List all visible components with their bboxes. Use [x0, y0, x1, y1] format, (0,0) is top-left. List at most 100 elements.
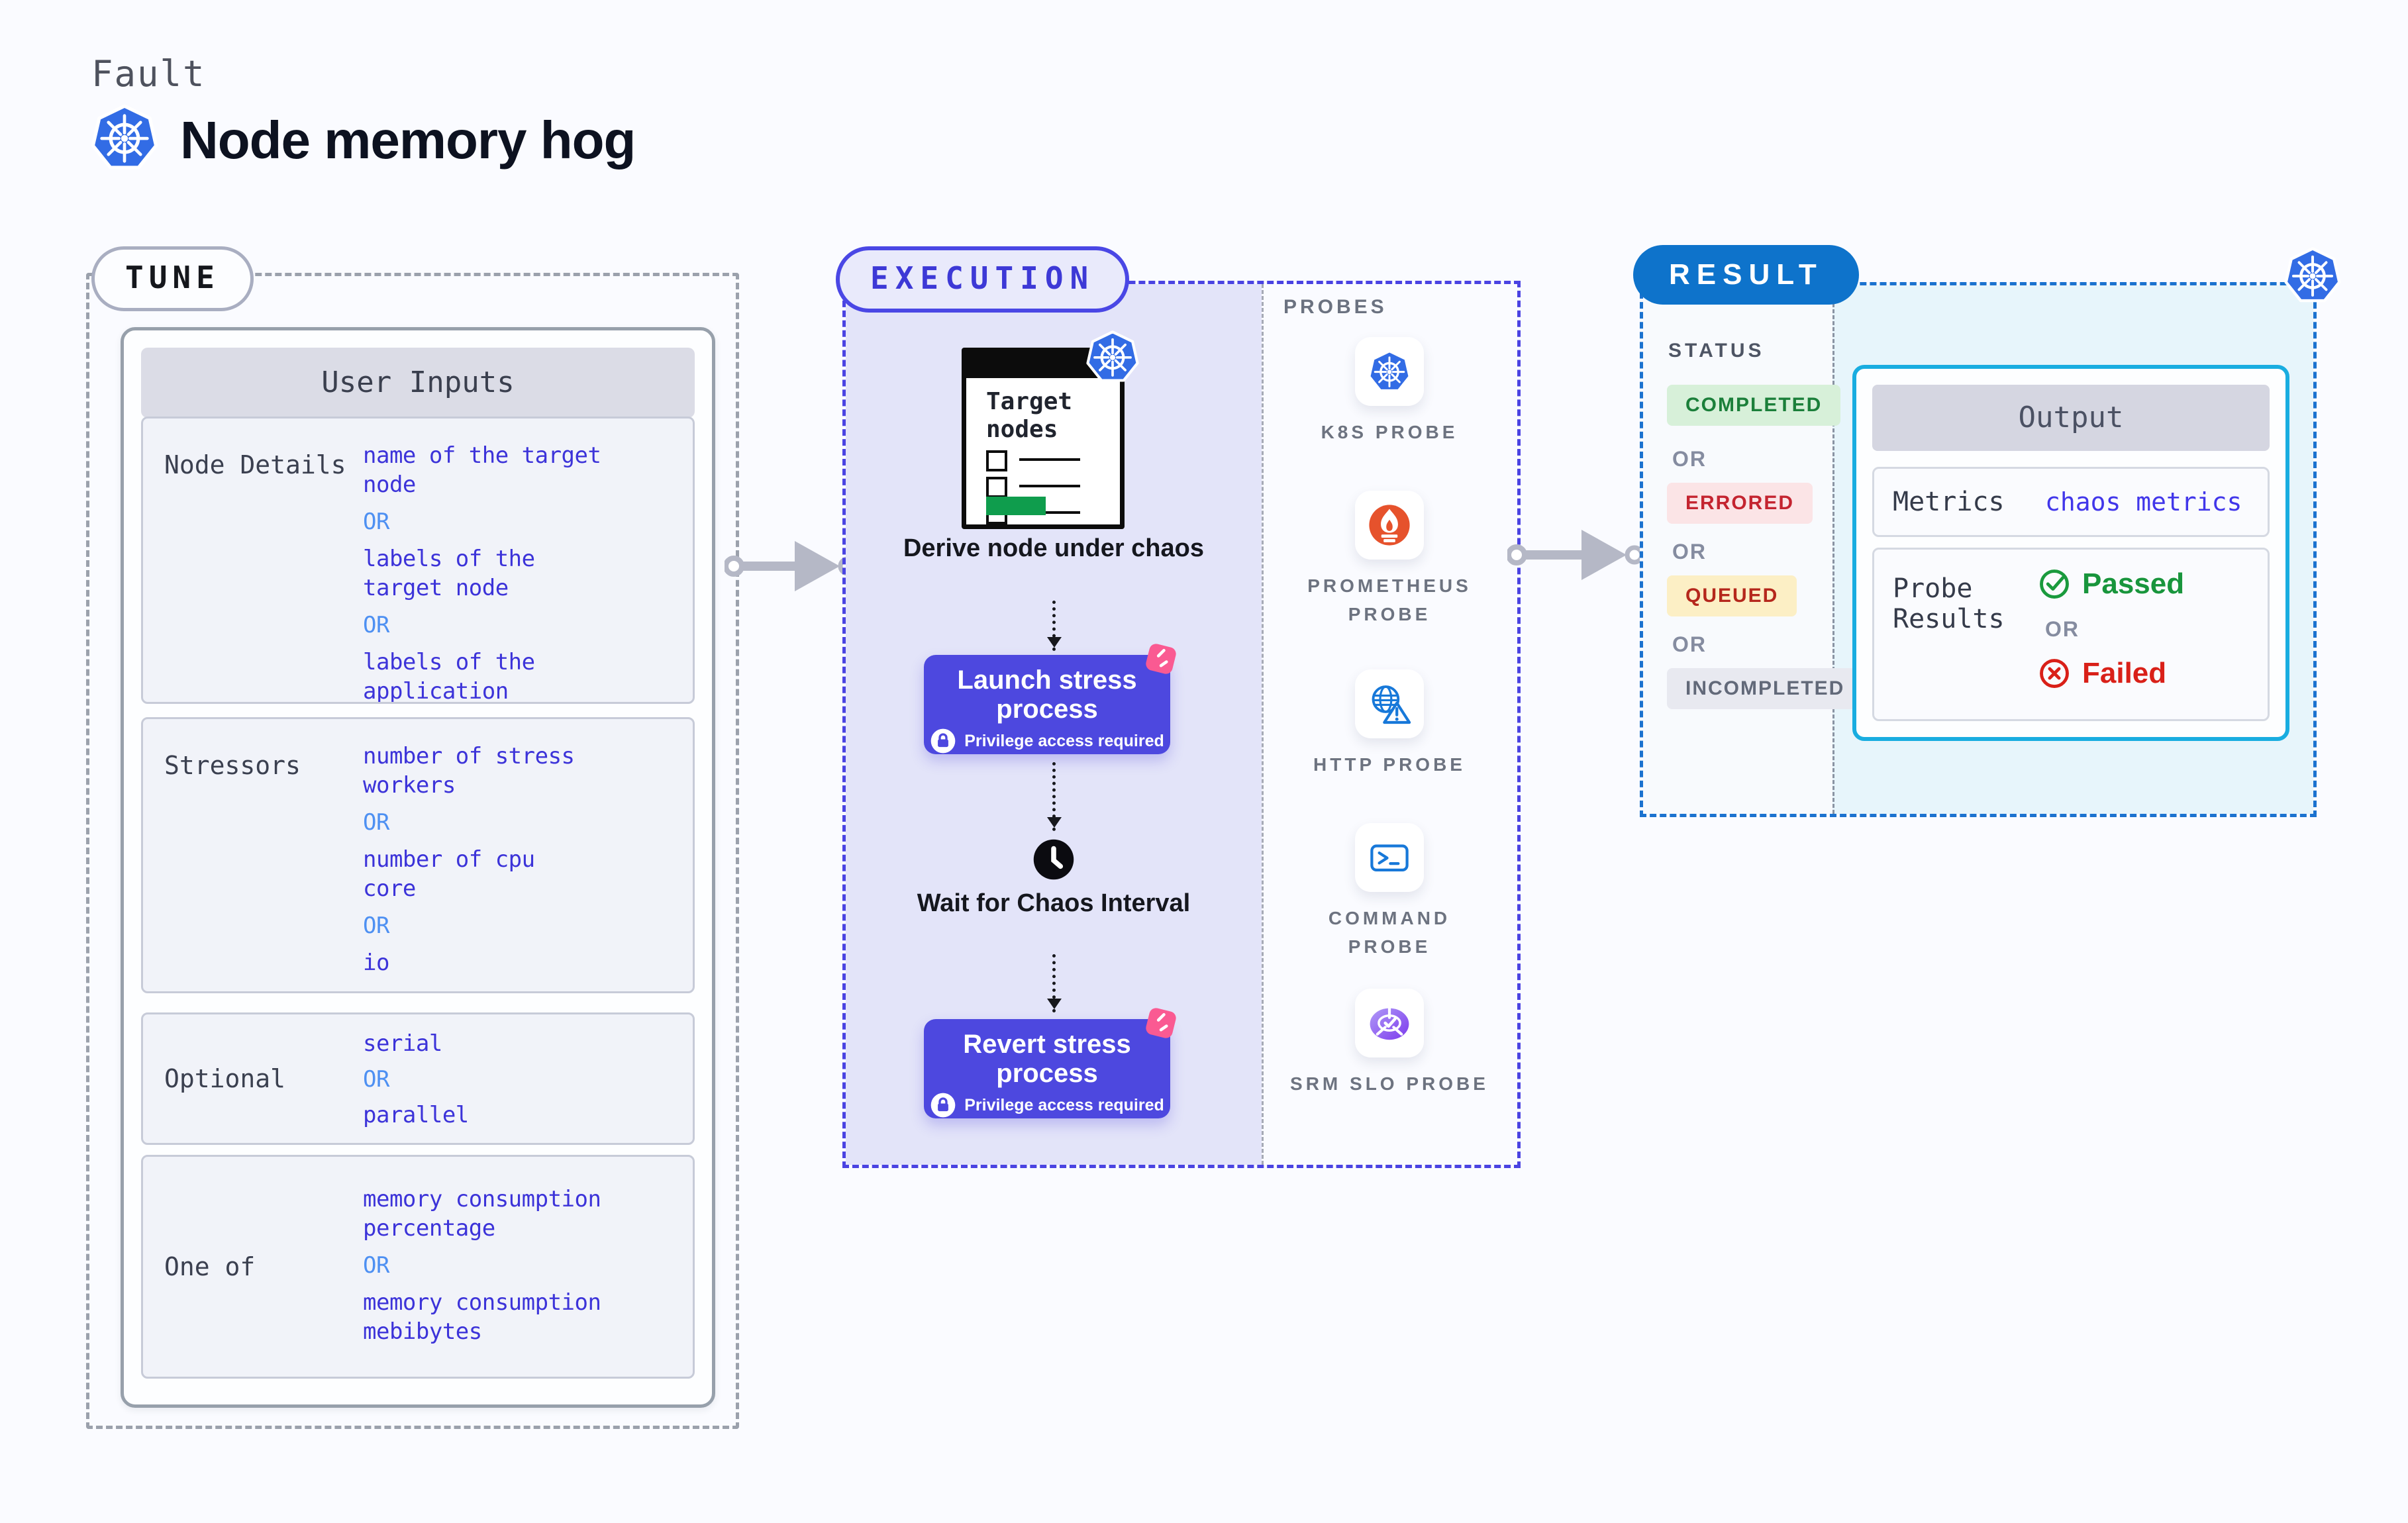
- flow-arrow-down: [1047, 601, 1062, 651]
- checkbox-icon: [986, 450, 1007, 471]
- list-line: [1019, 458, 1080, 461]
- kubernetes-icon: [90, 103, 159, 172]
- probe-results-row: Probe Results Passed OR Failed: [1872, 548, 2270, 721]
- input-option: number of stress workers: [363, 743, 575, 799]
- input-option: serial: [363, 1030, 442, 1057]
- privilege-note-text: Privilege access required: [964, 731, 1164, 750]
- status-badge-queued: QUEUED: [1667, 575, 1797, 616]
- input-option: memory consumption percentage: [363, 1186, 601, 1242]
- row-values: number of stress workers OR number of cp…: [363, 719, 693, 991]
- result-panel: STATUS COMPLETED OR ERRORED OR QUEUED OR…: [1640, 282, 2317, 817]
- metrics-row: Metrics chaos metrics: [1872, 467, 2270, 537]
- probe-card-prometheus: [1355, 491, 1424, 560]
- output-title: Output: [1872, 385, 2270, 451]
- arrow-tune-to-execution: [725, 541, 857, 591]
- privilege-note-text: Privilege access required: [964, 1095, 1164, 1114]
- list-line: [1019, 511, 1080, 514]
- or-separator: OR: [363, 912, 389, 939]
- step-title: Revert stress process: [963, 1030, 1131, 1088]
- result-badge: RESULT: [1633, 245, 1859, 305]
- target-nodes-title: Target nodes: [986, 388, 1073, 443]
- kubernetes-icon: [1085, 330, 1140, 384]
- status-badge-completed: COMPLETED: [1667, 385, 1841, 426]
- input-option: parallel: [363, 1102, 469, 1128]
- lock-icon: [930, 1092, 956, 1118]
- http-globe-icon: [1366, 681, 1413, 727]
- checkbox-row: [986, 450, 1080, 471]
- page-title: Node memory hog: [180, 111, 636, 170]
- target-nodes-card: Target nodes: [962, 348, 1125, 529]
- probes-area: PROBES K8S PROBE PROMETHEUS PROBE HTTP P…: [1262, 284, 1517, 1165]
- user-inputs-card: User Inputs Node Details name of the tar…: [121, 327, 715, 1408]
- input-option: labels of the application scheduled on t…: [363, 649, 535, 704]
- status-heading: STATUS: [1668, 340, 1765, 362]
- fault-eyebrow: Fault: [91, 53, 206, 95]
- green-progress-bar: [986, 497, 1046, 515]
- arrow-execution-to-result: [1507, 530, 1644, 580]
- user-inputs-title: User Inputs: [141, 348, 695, 418]
- input-option: name of the target node: [363, 442, 601, 498]
- execution-badge: EXECUTION: [836, 246, 1130, 313]
- privilege-note: Privilege access required: [924, 728, 1170, 754]
- clock-icon: [1032, 838, 1076, 881]
- execution-panel: Target nodes Derive node under chaos Lau…: [842, 281, 1521, 1168]
- probe-card-command: [1355, 823, 1424, 892]
- tune-panel: [86, 273, 739, 1429]
- chaos-splat-icon: [1140, 1002, 1182, 1044]
- wait-interval-label: Wait for Chaos Interval: [917, 889, 1191, 917]
- row-optional: Optional serial OR parallel: [141, 1012, 695, 1145]
- passed-row: Passed: [2037, 567, 2184, 601]
- or-separator: OR: [363, 1252, 389, 1279]
- lock-icon: [930, 728, 956, 754]
- row-label: Stressors: [164, 751, 301, 780]
- probes-heading: PROBES: [1283, 296, 1387, 318]
- check-circle-icon: [2037, 567, 2072, 601]
- or-separator: OR: [1672, 447, 1707, 471]
- chaos-splat-icon: [1140, 638, 1182, 680]
- failed-label: Failed: [2082, 657, 2167, 689]
- probe-label: SRM SLO PROBE: [1290, 1073, 1489, 1094]
- input-option: labels of the target node: [363, 546, 535, 601]
- tune-badge: TUNE: [91, 246, 254, 311]
- probe-card-http: [1355, 669, 1424, 738]
- list-line: [1019, 485, 1080, 487]
- probe-label: COMMAND PROBE: [1328, 908, 1451, 958]
- execution-flow-area: Target nodes Derive node under chaos Lau…: [846, 284, 1262, 1165]
- probe-label: HTTP PROBE: [1313, 754, 1466, 775]
- row-values: name of the target node OR labels of the…: [363, 418, 693, 702]
- row-values: serial OR parallel: [363, 1014, 693, 1143]
- kubernetes-icon: [1368, 350, 1411, 393]
- kubernetes-icon: [2283, 246, 2342, 305]
- or-separator: OR: [2045, 617, 2080, 641]
- slo-pie-check-icon: [1366, 1000, 1413, 1046]
- checkbox-icon: [986, 477, 1007, 498]
- row-one-of: One of memory consumption percentage OR …: [141, 1155, 695, 1379]
- terminal-icon: [1366, 834, 1413, 881]
- flow-arrow-down: [1047, 762, 1062, 831]
- or-separator: OR: [1672, 632, 1707, 656]
- probe-results-values: Passed OR Failed: [2037, 567, 2184, 691]
- metrics-label: Metrics: [1893, 487, 2005, 517]
- or-separator: OR: [1672, 540, 1707, 564]
- probe-label: PROMETHEUS PROBE: [1307, 575, 1472, 625]
- revert-stress-process-step: Revert stress process Privilege access r…: [924, 1019, 1170, 1118]
- or-separator: OR: [363, 612, 389, 638]
- row-values: memory consumption percentage OR memory …: [363, 1157, 693, 1377]
- row-label: Optional: [164, 1064, 286, 1093]
- step-title: Launch stress process: [957, 665, 1137, 724]
- failed-row: Failed: [2037, 656, 2184, 691]
- probe-card-srm-slo: [1355, 989, 1424, 1057]
- status-badge-errored: ERRORED: [1667, 483, 1813, 524]
- derive-node-label: Derive node under chaos: [903, 534, 1204, 562]
- row-label: Node Details: [164, 450, 346, 479]
- output-card: Output Metrics chaos metrics Probe Resul…: [1852, 365, 2289, 741]
- flow-arrow-down: [1047, 954, 1062, 1012]
- checkbox-row: [986, 477, 1080, 498]
- row-label: One of: [164, 1252, 256, 1281]
- or-separator: OR: [363, 1066, 389, 1093]
- probe-card-k8s: [1355, 337, 1424, 406]
- passed-label: Passed: [2082, 567, 2185, 600]
- row-stressors: Stressors number of stress workers OR nu…: [141, 717, 695, 993]
- prometheus-icon: [1367, 503, 1412, 548]
